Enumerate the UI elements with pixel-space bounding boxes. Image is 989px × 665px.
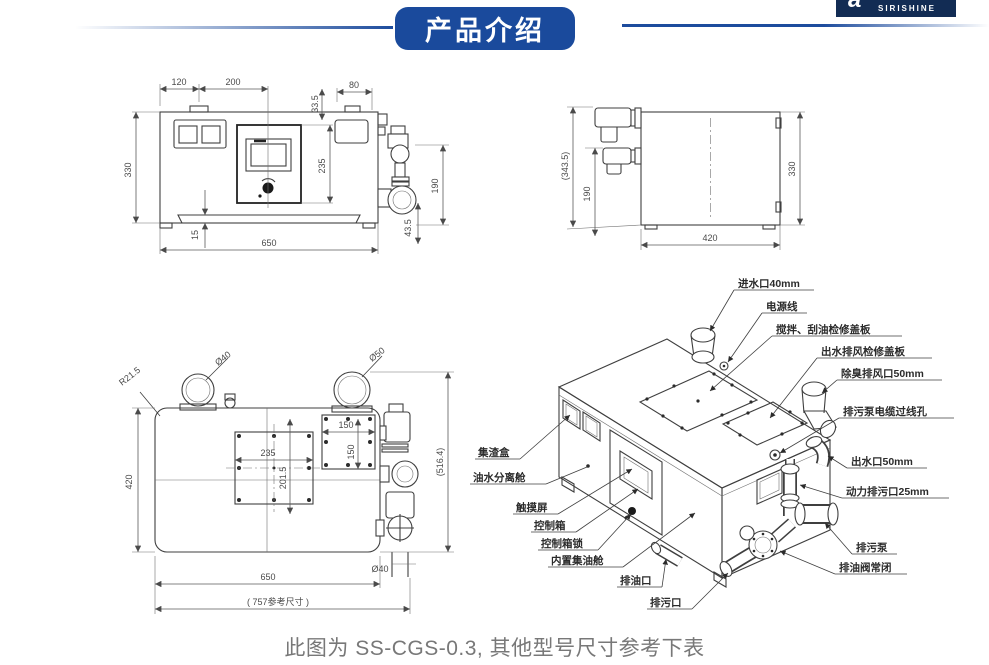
dim-label-80: 80 <box>349 80 359 90</box>
callout-oil-chamber: 内置集油舱 <box>551 554 604 567</box>
front-view-drawing: 120 200 33.5 80 330 235 190 43.5 15 650 <box>123 77 449 254</box>
dim-label-sv-330: 330 <box>787 161 797 176</box>
isometric-view-drawing: 进水口40mm 电源线 搅拌、刮油检修盖板 出水排风检修盖板 除臭排风口50mm… <box>470 277 954 610</box>
callout-sewage-pump: 排污泵 <box>856 541 888 554</box>
dim-label-tv-420: 420 <box>124 474 134 489</box>
iso-box <box>557 338 832 588</box>
dim-label-43-5: 43.5 <box>403 219 413 237</box>
dim-label-757: ( 757参考尺寸 ) <box>247 596 309 607</box>
front-view-dimensions: 120 200 33.5 80 330 235 190 43.5 15 650 <box>123 77 449 254</box>
callout-outlet: 出水口50mm <box>851 455 913 468</box>
iso-pipes-top <box>690 327 837 439</box>
dim-label-420: 420 <box>702 233 717 243</box>
dim-label-343-5: (343.5) <box>560 152 570 181</box>
dim-label-15: 15 <box>190 230 200 240</box>
dim-label-650: 650 <box>261 238 276 248</box>
callout-sewage-drain: 排污口 <box>650 596 682 609</box>
side-view-body <box>594 107 782 230</box>
callout-power-cable: 电源线 <box>766 300 798 313</box>
dim-label-33-5: 33.5 <box>310 95 320 113</box>
logo-wordmark: SIRISHINE <box>878 4 937 13</box>
dim-label-sv-190: 190 <box>582 186 592 201</box>
brand-logo: a SIRISHINE <box>836 0 956 17</box>
top-view-pipework <box>375 403 419 577</box>
callout-pump-cable-hole: 排污泵电缆过线孔 <box>843 405 927 418</box>
callout-slag-box: 集渣盒 <box>477 446 510 459</box>
callout-oil-valve: 排油阀常闭 <box>839 561 892 574</box>
callout-control-box-lock: 控制箱锁 <box>541 537 583 550</box>
callout-deodor-vent: 除臭排风口50mm <box>841 367 924 380</box>
dim-label-phi40: Ø40 <box>213 349 233 367</box>
dim-label-201-5: 201.5 <box>278 467 288 490</box>
side-view-dimensions: (343.5) 190 330 420 <box>560 106 805 250</box>
header-divider-right <box>622 24 989 27</box>
callout-separation-chamber: 油水分离舱 <box>473 471 526 484</box>
dim-label-190: 190 <box>430 178 440 193</box>
dim-label-tv-650: 650 <box>260 572 275 582</box>
callout-control-box: 控制箱 <box>534 519 566 532</box>
iso-callouts: 进水口40mm 电源线 搅拌、刮油检修盖板 出水排风检修盖板 除臭排风口50mm… <box>470 277 954 610</box>
dim-label-516-4: (516.4) <box>435 448 445 477</box>
callout-power-drain: 动力排污口25mm <box>846 485 929 498</box>
dim-label-235: 235 <box>317 158 327 173</box>
dim-label-150h: 150 <box>346 444 356 459</box>
top-view-body <box>154 371 381 553</box>
side-view-drawing: (343.5) 190 330 420 <box>560 106 805 250</box>
callout-inlet: 进水口40mm <box>738 277 800 290</box>
front-view-body <box>159 86 388 229</box>
caption-text: 此图为 SS-CGS-0.3, 其他型号尺寸参考下表 <box>284 637 705 660</box>
callout-touch-screen: 触摸屏 <box>515 501 548 514</box>
dim-label-r21-5: R21.5 <box>118 365 142 388</box>
dim-label-120: 120 <box>171 77 186 87</box>
iso-left-face-details <box>562 398 783 536</box>
callout-stir-cover: 搅拌、刮油检修盖板 <box>776 323 871 336</box>
dim-label-200: 200 <box>225 77 240 87</box>
callout-oil-drain: 排油口 <box>620 574 652 587</box>
callout-outlet-cover: 出水排风检修盖板 <box>821 345 905 358</box>
page-title: 产品介绍 <box>395 7 575 50</box>
dim-label-150w: 150 <box>338 420 353 430</box>
front-view-pipework <box>377 125 417 215</box>
dim-label-330: 330 <box>123 162 133 177</box>
header-divider-left <box>75 26 393 29</box>
dim-label-tv-235: 235 <box>260 448 275 458</box>
top-view-drawing: Ø40 Ø50 R21.5 420 235 201.5 150 150 (516… <box>118 345 454 614</box>
top-view-access-panels <box>226 414 376 512</box>
iso-pipes-bottom <box>650 436 839 577</box>
iso-top-panels <box>638 370 809 446</box>
logo-mark-icon: a <box>848 0 861 14</box>
